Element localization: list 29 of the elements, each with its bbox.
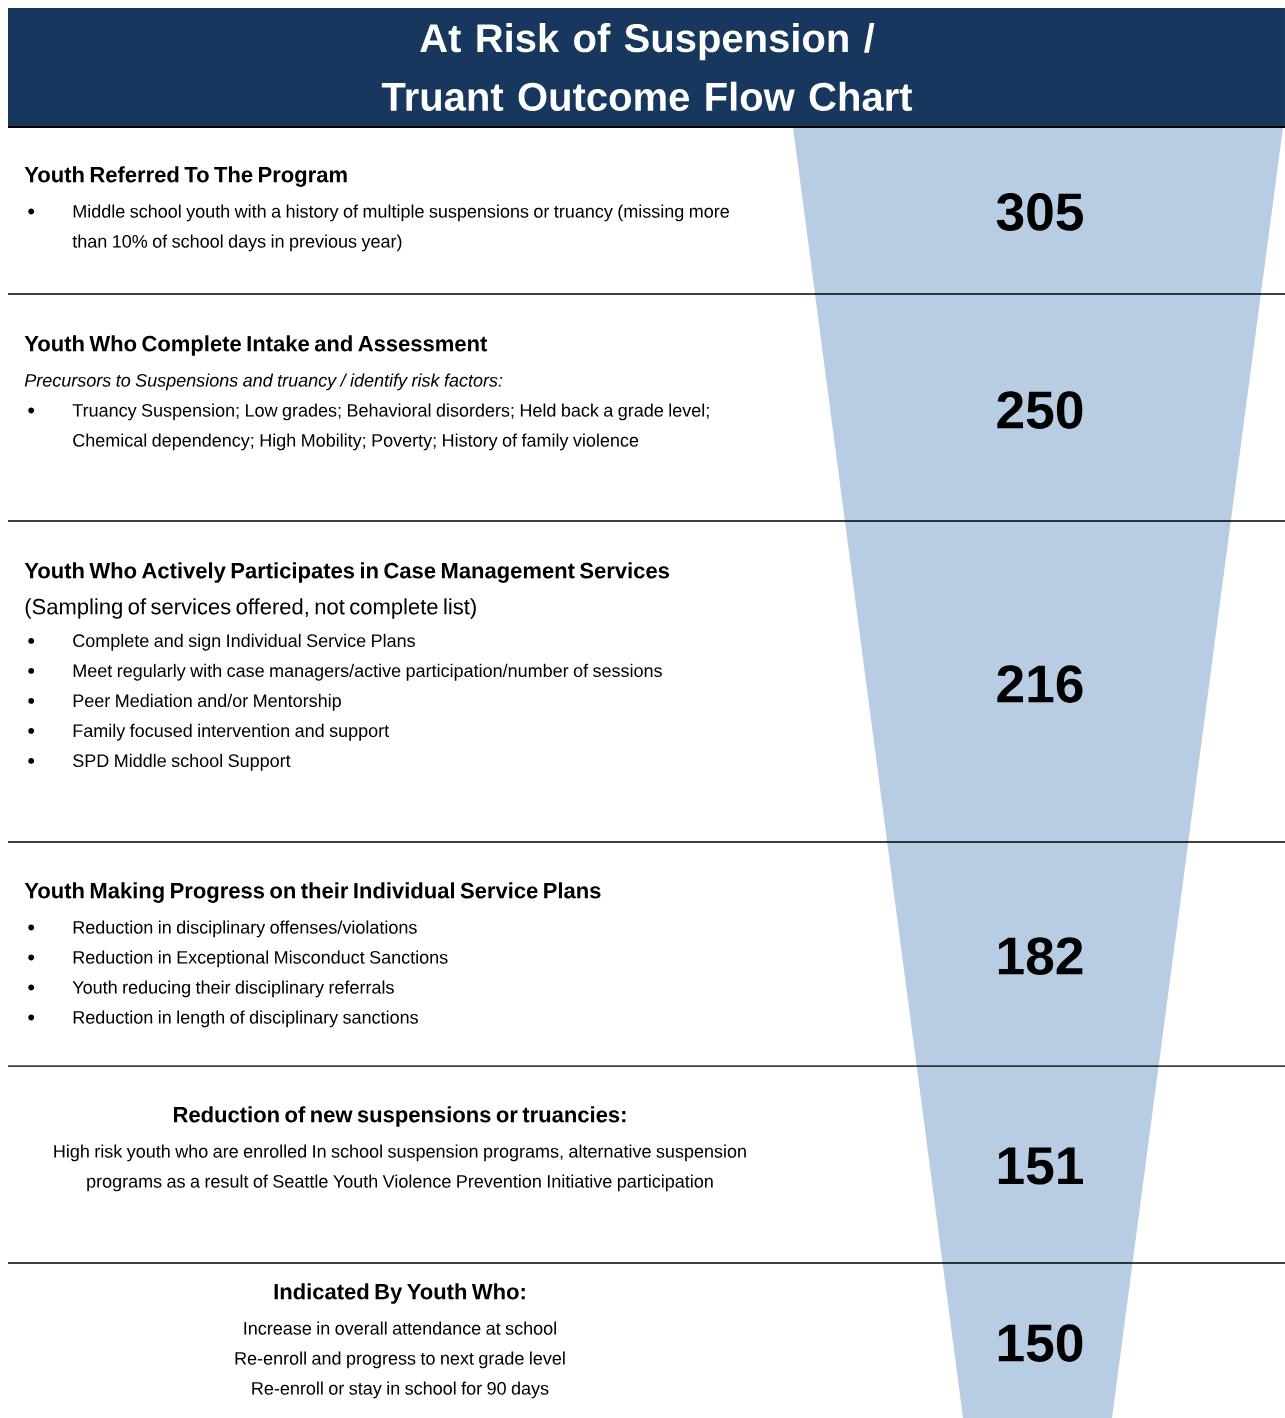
body-text: Increase in overall attendance at school — [244, 1321, 556, 1335]
body-text: Re-enroll and progress to next grade level — [235, 1351, 565, 1369]
body-text: Re-enroll or stay in school for 90 days — [252, 1381, 549, 1399]
count-number: 150 — [998, 1324, 1083, 1362]
bullet-text: Reduction in disciplinary offenses/violations — [73, 920, 417, 938]
count-number: 216 — [997, 665, 1083, 703]
stage-heading: Youth Referred To The Program — [24, 166, 347, 187]
title-banner: At Risk of Suspension / Truant Outcome Flow Chart — [8, 8, 1285, 126]
bullet-text: Meet regularly with case managers/active participation/number of sessions — [73, 663, 662, 681]
body-text: High risk youth who are enrolled In school suspension programs, alternative suspension programs as a result of Seattle Youth Violence Prevention Initiative participation — [54, 1144, 746, 1192]
stage-heading: Youth Who Complete Intake and Assessment — [24, 335, 488, 356]
bullet-text: Youth reducing their disciplinary referrals — [72, 980, 394, 998]
bullet-text: SPD Middle school Support — [73, 753, 291, 771]
stage-heading: Reduction of new suspensions or truancies: — [174, 1106, 626, 1127]
bullet-text: Family focused intervention and support — [73, 723, 389, 741]
bullet-text: Reduction in length of disciplinary sanctions — [73, 1010, 418, 1028]
bullet-text: Peer Mediation and/or Mentorship — [73, 693, 341, 711]
count-number: 182 — [998, 937, 1083, 975]
count-number: 151 — [998, 1147, 1083, 1185]
bullet-text: Truancy Suspension; Low grades; Behavioral disorders; Held back a grade level; Chemical dependency; High Mobility; Poverty; History of family violence — [72, 403, 709, 451]
count-number: 305 — [996, 193, 1083, 231]
count-number: 250 — [997, 391, 1083, 429]
stage-heading: Youth Making Progress on their Individual Service Plans — [24, 882, 601, 903]
subheading: Precursors to Suspensions and truancy / identify risk factors: — [24, 373, 503, 391]
stage-heading: Youth Who Actively Participates in Case Management Services (Sampling of services offered, not complete list) — [24, 562, 669, 619]
stage-heading: Indicated By Youth Who: — [274, 1283, 525, 1304]
bullet-text: Middle school youth with a history of multiple suspensions or truancy (missing more than 10% of school days in previous year) — [72, 204, 729, 252]
bullet-text: Reduction in Exceptional Misconduct Sanctions — [73, 950, 448, 968]
bullet-text: Complete and sign Individual Service Plans — [73, 633, 415, 651]
